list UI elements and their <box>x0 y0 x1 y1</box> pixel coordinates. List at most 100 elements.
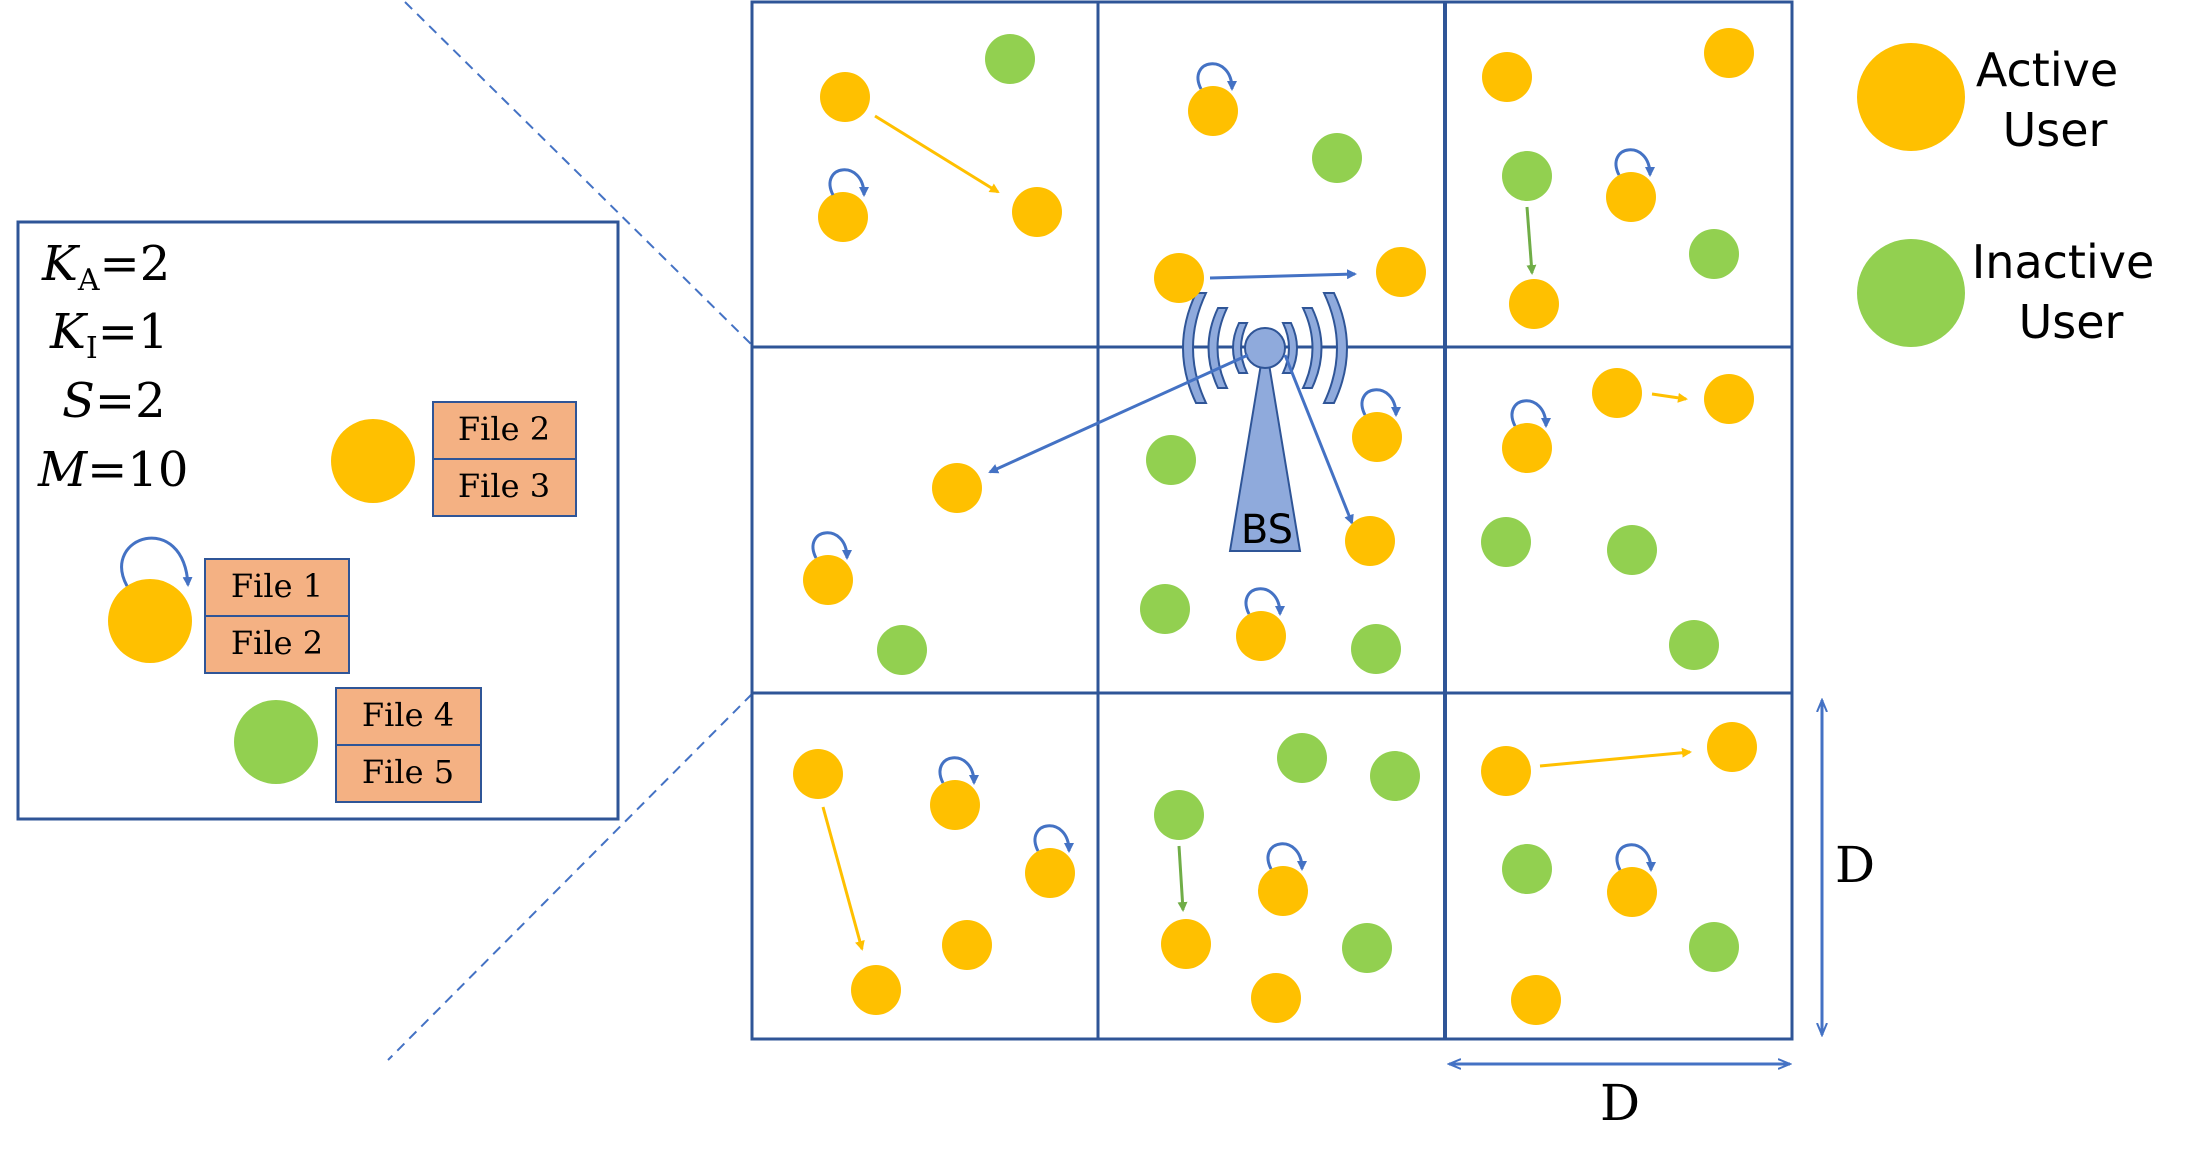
inactive-user <box>1140 584 1190 634</box>
inset-inactive-user <box>234 700 318 784</box>
bs-link-arrow <box>988 353 1249 474</box>
inset-active-user-1 <box>331 419 415 503</box>
inactive-user <box>1351 624 1401 674</box>
legend-inactive-swatch <box>1857 239 1965 347</box>
self-loop-arrow <box>1615 843 1656 872</box>
active-user <box>1707 722 1757 772</box>
active-user <box>1704 374 1754 424</box>
active-user <box>1161 919 1211 969</box>
d2d-arrow <box>1209 269 1357 280</box>
inset-self-loop-arrow <box>120 536 193 587</box>
inactive-user <box>1502 844 1552 894</box>
inset-box <box>16 220 620 821</box>
d2d-arrow <box>1651 392 1688 403</box>
inactive-user <box>1370 751 1420 801</box>
active-user <box>1236 611 1286 661</box>
inactive-user <box>985 34 1035 84</box>
bs-link-arrow <box>1283 354 1354 525</box>
dimension-label-vertical: D <box>1835 836 1875 894</box>
param-ki: KI=1 <box>49 304 168 366</box>
legend-active-label: User <box>2003 103 2108 157</box>
active-user <box>1352 412 1402 462</box>
self-loop-arrow <box>938 756 979 785</box>
self-loop-arrow <box>1360 388 1401 417</box>
inactive-user <box>1669 620 1719 670</box>
file-box <box>335 744 482 803</box>
inactive-user <box>1312 133 1362 183</box>
file-label: File 3 <box>458 467 550 505</box>
inactive-user <box>1146 435 1196 485</box>
self-loop-arrow <box>1196 62 1237 91</box>
active-user <box>1345 516 1395 566</box>
inactive-user <box>1277 733 1327 783</box>
d2d-arrow <box>1177 845 1188 912</box>
active-user <box>851 965 901 1015</box>
active-user <box>803 555 853 605</box>
inactive-user <box>1502 151 1552 201</box>
legend-inactive-label: User <box>2019 295 2124 349</box>
active-user <box>818 192 868 242</box>
active-user <box>1607 867 1657 917</box>
legend-active-label: Active <box>1976 43 2118 97</box>
legend-active-swatch <box>1857 43 1965 151</box>
active-user <box>1482 52 1532 102</box>
active-user <box>930 780 980 830</box>
self-loop-arrow <box>1033 824 1074 853</box>
self-loop-arrow <box>1510 399 1551 428</box>
file-box <box>432 458 577 517</box>
file-label: File 5 <box>362 753 454 791</box>
self-loop-arrow <box>1244 587 1285 616</box>
active-user <box>1251 973 1301 1023</box>
active-user <box>1258 866 1308 916</box>
param-ka: KA=2 <box>41 236 170 298</box>
self-loop-arrow <box>811 531 852 560</box>
inactive-user <box>1689 229 1739 279</box>
active-user <box>1481 746 1531 796</box>
inactive-user <box>1481 517 1531 567</box>
inactive-user <box>1607 525 1657 575</box>
active-user <box>820 72 870 122</box>
self-loop-arrow <box>828 168 869 197</box>
bs-label: BS <box>1241 507 1293 553</box>
active-user <box>1154 253 1204 303</box>
self-loop-arrows <box>811 62 1656 872</box>
param-m: M=10 <box>37 442 188 498</box>
file-label: File 2 <box>231 624 323 662</box>
inactive-user <box>1689 922 1739 972</box>
file-box <box>335 687 482 746</box>
active-user <box>1511 975 1561 1025</box>
file-box <box>204 558 350 617</box>
active-user <box>1592 368 1642 418</box>
file-label: File 1 <box>231 567 323 605</box>
zoom-line-bottom <box>387 693 753 1061</box>
file-box <box>432 401 577 460</box>
active-user <box>1025 848 1075 898</box>
file-box <box>204 615 350 674</box>
d2d-arrow <box>821 806 865 951</box>
param-s: S=2 <box>62 373 166 429</box>
active-user <box>942 920 992 970</box>
active-user <box>1188 86 1238 136</box>
active-user <box>1509 279 1559 329</box>
cell-grid <box>750 0 1794 1041</box>
legend-inactive-label: Inactive <box>1972 235 2155 289</box>
inactive-user <box>1342 923 1392 973</box>
self-loop-arrow <box>1614 148 1655 177</box>
inset-active-user-2 <box>108 579 192 663</box>
inactive-user <box>1154 790 1204 840</box>
file-label: File 4 <box>362 696 454 734</box>
active-user <box>1376 247 1426 297</box>
active-user <box>1606 172 1656 222</box>
inactive-user <box>877 625 927 675</box>
dimension-label-horizontal: D <box>1600 1074 1640 1132</box>
file-label: File 2 <box>458 410 550 448</box>
active-users <box>793 28 1757 1025</box>
active-user <box>1704 28 1754 78</box>
d2d-arrow <box>874 114 1000 194</box>
active-user <box>793 749 843 799</box>
self-loop-arrow <box>1266 842 1307 871</box>
active-user <box>1012 187 1062 237</box>
active-user <box>932 463 982 513</box>
active-user <box>1502 423 1552 473</box>
